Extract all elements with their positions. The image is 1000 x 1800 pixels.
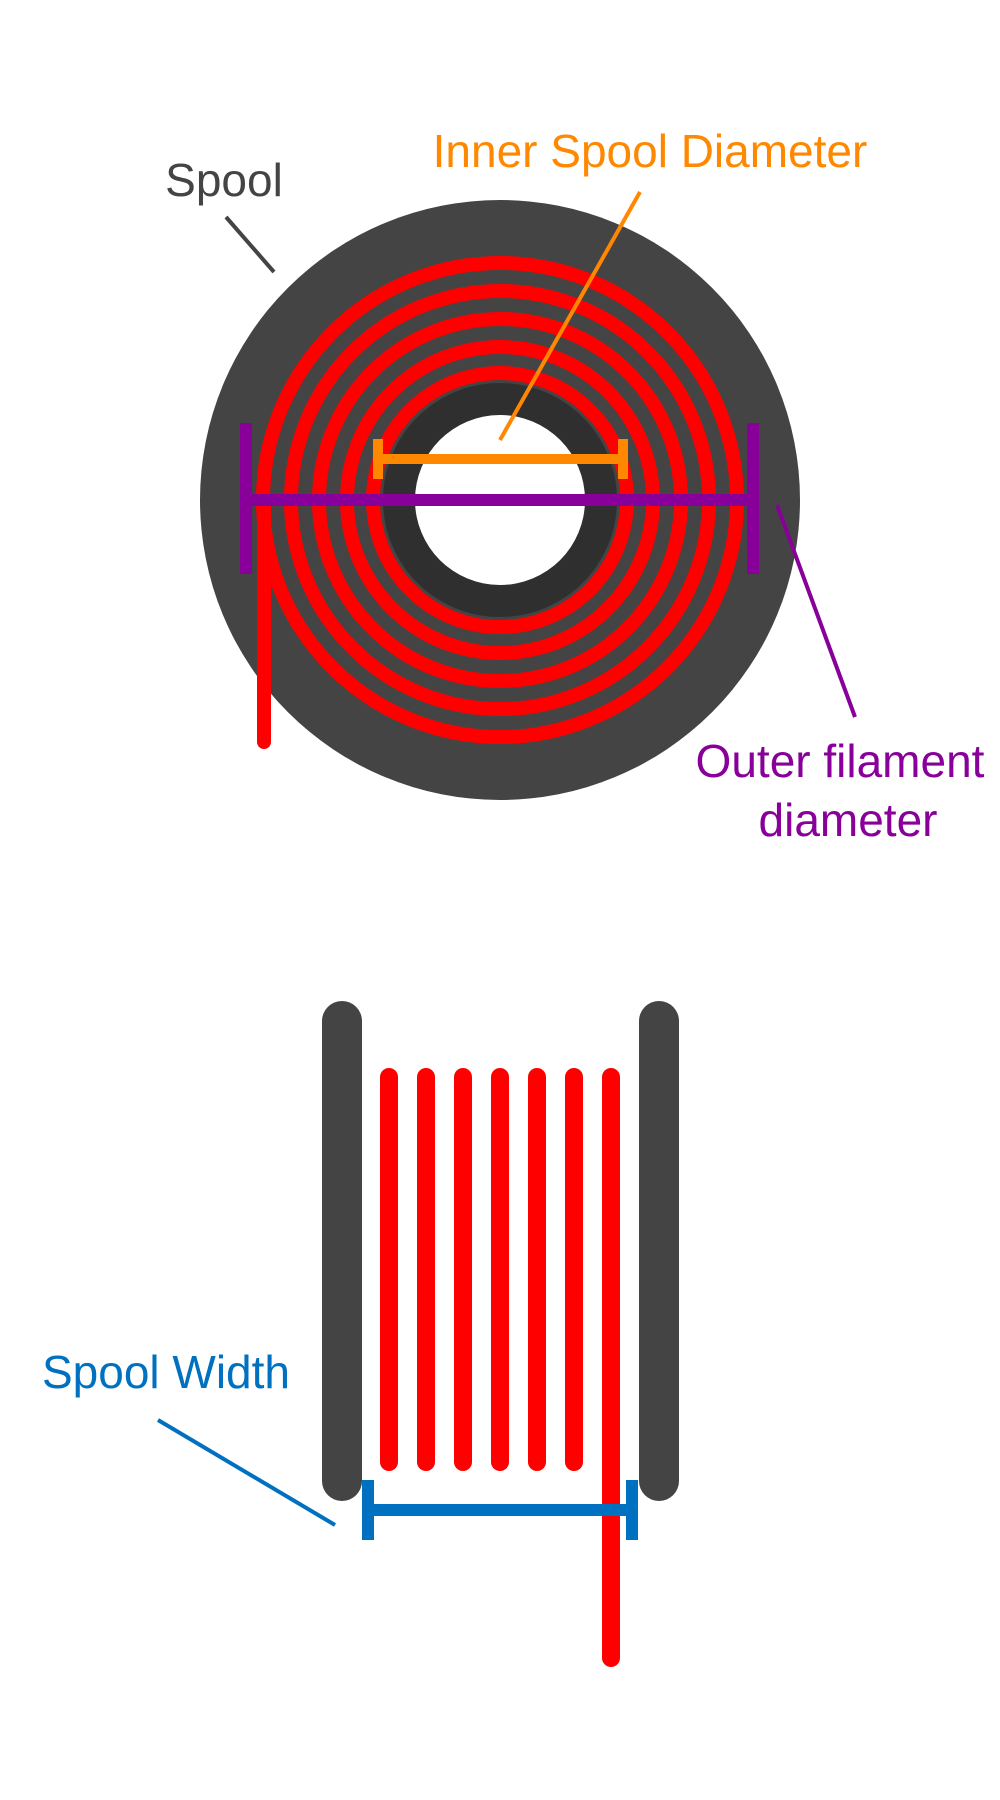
inner-diameter-label: Inner Spool Diameter	[433, 125, 868, 177]
outer-diameter-bracket	[240, 423, 759, 574]
spool-leader	[224, 215, 276, 274]
outer-diameter-label-line1: Outer filament	[696, 735, 985, 787]
spool-side-view	[156, 1001, 679, 1667]
spool-label: Spool	[165, 154, 283, 206]
spool-width-label: Spool Width	[42, 1346, 290, 1398]
spool-front-view	[200, 191, 857, 800]
outer-diameter-leader	[775, 504, 857, 718]
spool-flange-right	[639, 1001, 679, 1501]
spool-flange-left	[322, 1001, 362, 1501]
spool-width-bracket	[362, 1480, 638, 1540]
outer-diameter-label-line2: diameter	[759, 794, 938, 846]
spool-width-leader	[156, 1418, 337, 1527]
filament-windings	[380, 1068, 620, 1667]
inner-diameter-leader	[498, 191, 642, 441]
inner-diameter-bracket	[373, 439, 628, 479]
